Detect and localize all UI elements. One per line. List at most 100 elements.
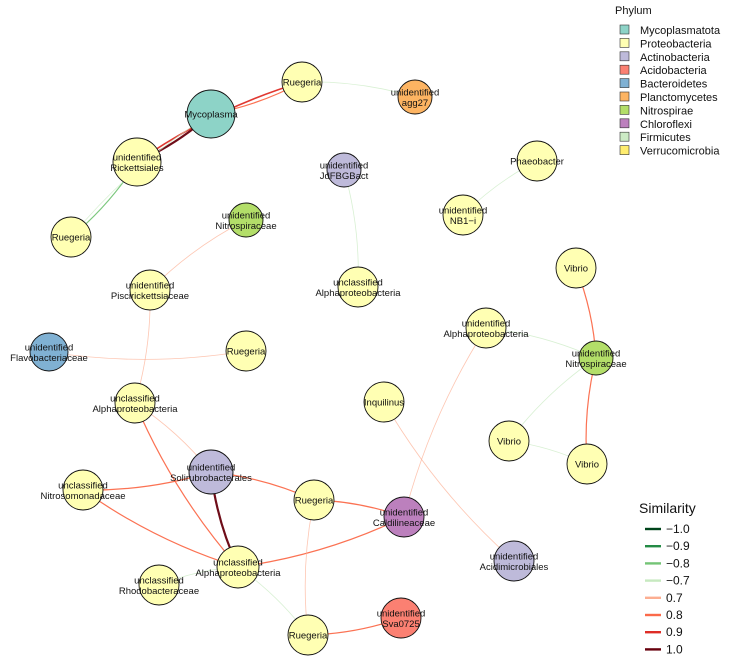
node-label: Alphaproteobacteria — [195, 568, 281, 579]
node-circle — [225, 330, 267, 372]
node-label: Ruegeria — [289, 631, 328, 642]
node-label: Alphaproteobacteria — [315, 288, 401, 299]
node-label: unidentified — [391, 87, 440, 98]
node-circle — [383, 496, 425, 538]
node-label: unidentified — [439, 205, 488, 216]
node-label: Ruegeria — [227, 347, 266, 358]
phylum-legend-label: Acidobacteria — [640, 65, 708, 77]
node-label: Caldilineaceae — [373, 518, 435, 529]
phylum-legend-title: Phylum — [615, 5, 652, 17]
similarity-legend-label: 0.8 — [666, 608, 683, 622]
phylum-legend-item: Firmicutes — [619, 131, 691, 144]
node-circle — [555, 247, 597, 289]
network-node[interactable]: Inquilinus — [363, 381, 405, 423]
similarity-legend-item: 0.9 — [645, 625, 683, 639]
phylum-legend-item: Mycoplasmatota — [619, 24, 721, 37]
node-circle — [397, 79, 433, 115]
node-label: Ruegeria — [295, 496, 334, 507]
node-circle — [516, 140, 558, 182]
node-label: NB1−i — [450, 216, 476, 227]
node-circle — [442, 194, 484, 236]
phylum-legend-item: Acidobacteria — [619, 64, 708, 77]
node-circle — [112, 137, 162, 187]
node-circle — [337, 266, 379, 308]
node-label: Vibrio — [575, 460, 599, 471]
node-label: unidentified — [126, 280, 175, 291]
node-label: unidentified — [490, 551, 539, 562]
node-label: unidentified — [380, 507, 429, 518]
network-node[interactable]: Vibrio — [555, 247, 597, 289]
node-circle — [281, 61, 323, 103]
node-circle — [50, 216, 92, 258]
node-label: Inquilinus — [364, 398, 404, 409]
network-node[interactable]: Vibrio — [566, 443, 608, 485]
phylum-swatch — [619, 78, 630, 88]
node-circle — [216, 545, 260, 589]
node-label: Alphaproteobacteria — [443, 329, 529, 340]
node-circle — [186, 89, 236, 139]
node-circle — [493, 540, 535, 582]
node-label: Vibrio — [497, 437, 521, 448]
network-node[interactable]: Phaeobacter — [510, 140, 564, 182]
network-node[interactable]: Ruegeria — [293, 479, 335, 521]
similarity-legend-label: −0.9 — [666, 539, 690, 553]
similarity-legend-item: 0.8 — [645, 608, 683, 622]
network-node[interactable]: Mycoplasma — [184, 89, 238, 139]
node-label: unidentified — [320, 160, 369, 171]
node-label: Solirubrobacterales — [170, 473, 252, 484]
phylum-legend-item: Bacteroidetes — [619, 78, 708, 91]
phylum-legend-label: Planctomycetes — [640, 92, 718, 104]
phylum-legend-label: Firmicutes — [640, 132, 691, 144]
similarity-legend-label: −0.8 — [666, 556, 690, 570]
phylum-swatch — [619, 24, 630, 35]
network-node[interactable]: Ruegeria — [281, 61, 323, 103]
phylum-legend-label: Chloroflexi — [640, 119, 692, 131]
node-label: Alphaproteobacteria — [92, 404, 178, 415]
phylum-legend-label: Mycoplasmatota — [640, 25, 721, 37]
node-circle — [138, 564, 180, 606]
similarity-legend-label: −0.7 — [666, 574, 690, 588]
node-label: unidentified — [113, 152, 162, 163]
node-circle — [188, 449, 234, 495]
phylum-swatch — [619, 131, 630, 142]
network-node[interactable]: Ruegeria — [50, 216, 92, 258]
phylum-swatch — [619, 145, 630, 155]
network-node[interactable]: Vibrio — [488, 420, 530, 462]
node-label: unidentified — [572, 348, 621, 359]
similarity-legend-item: −0.8 — [645, 556, 690, 570]
node-label: unidentified — [222, 210, 271, 221]
node-label: unidentified — [187, 462, 236, 473]
node-label: unclassified — [58, 480, 108, 491]
phylum-swatch — [619, 38, 630, 48]
node-circle — [488, 420, 530, 462]
node-circle — [578, 340, 614, 376]
phylum-swatch — [619, 118, 630, 129]
network-node[interactable]: Ruegeria — [287, 614, 329, 656]
node-circle — [287, 614, 329, 656]
node-label: Rickettsiales — [110, 163, 164, 174]
node-circle — [114, 382, 156, 424]
network-node[interactable]: Ruegeria — [225, 330, 267, 372]
node-circle — [62, 469, 104, 511]
similarity-legend-item: −1.0 — [645, 522, 690, 536]
node-circle — [465, 307, 507, 349]
node-circle — [129, 269, 171, 311]
